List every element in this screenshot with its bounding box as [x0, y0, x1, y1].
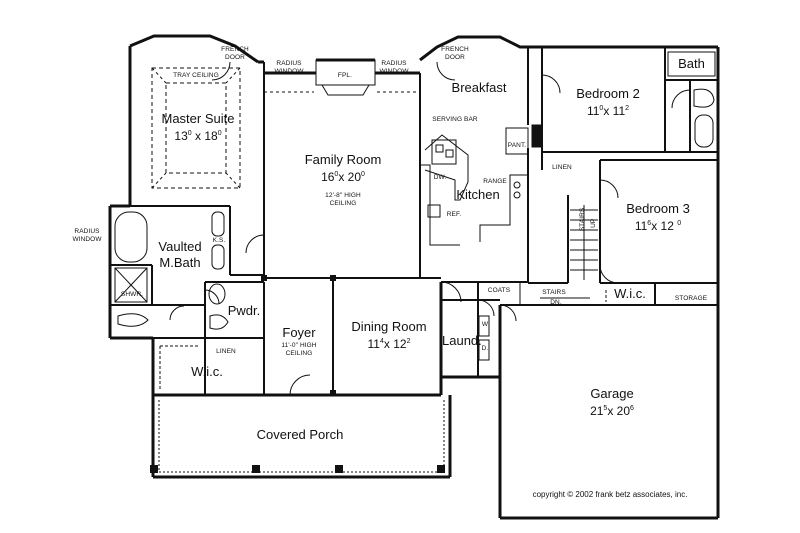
- powder-label: Pwdr.: [227, 303, 261, 318]
- bedroom2-label: Bedroom 2: [576, 86, 640, 101]
- foyer-label: Foyer: [282, 325, 316, 340]
- french-door-master: FRENCH: [221, 46, 249, 53]
- range-note: RANGE: [483, 178, 507, 185]
- bedroom3-label: Bedroom 3: [626, 201, 690, 216]
- radius-window-left: RADIUS: [276, 60, 302, 67]
- dishwasher-note: DW.: [433, 174, 447, 181]
- master-suite-label: Master Suite: [161, 111, 235, 126]
- tray-ceiling-note: TRAY CEILING: [173, 72, 219, 79]
- wic-bedroom3-label: W.i.c.: [614, 286, 646, 301]
- french-door-breakfast-2: DOOR: [445, 54, 465, 61]
- garage-dimensions: 215x 206: [590, 404, 634, 418]
- wic-master-label: W.i.c.: [191, 364, 223, 379]
- dining-room-dimensions: 114x 122: [367, 337, 411, 351]
- bedroom2-dimensions: 110x 112: [586, 104, 630, 118]
- linen-hall-note: LINEN: [552, 164, 572, 171]
- kitchen-label: Kitchen: [456, 187, 500, 202]
- interior-walls: [110, 47, 718, 395]
- bedroom3-dimensions: 116x 12 0: [634, 219, 682, 233]
- foyer-ceiling-note-2: CEILING: [285, 350, 313, 357]
- copyright-notice: copyright © 2002 frank betz associates, …: [532, 490, 688, 499]
- french-door-breakfast: FRENCH: [441, 46, 469, 53]
- linen-master-note: LINEN: [216, 348, 236, 355]
- radius-window-right-2: WINDOW: [379, 68, 409, 75]
- coats-note: COATS: [487, 287, 511, 294]
- radius-window-bath-2: WINDOW: [72, 236, 102, 243]
- pantry-note: PANT.: [507, 142, 527, 149]
- stairs-up-note: STAIRS: [578, 207, 586, 232]
- porch-columns: [150, 275, 445, 473]
- family-ceiling-note-2: CEILING: [329, 200, 357, 207]
- knee-space-note: K.S.: [212, 237, 226, 244]
- breakfast-label: Breakfast: [451, 80, 507, 95]
- bath-label: Bath: [678, 56, 705, 71]
- storage-note: STORAGE: [674, 295, 708, 302]
- family-room-label: Family Room: [304, 152, 382, 167]
- fireplace-note: FPL.: [337, 72, 353, 79]
- vaulted-bath-label-2: M.Bath: [159, 255, 201, 270]
- stairs-down-note: STAIRS: [542, 289, 566, 296]
- stairs-dn-note: DN.: [550, 299, 562, 306]
- stairs-up-arrow-note: UP: [589, 218, 597, 228]
- exterior-walls: [110, 36, 718, 518]
- master-suite-dimensions: 130 x 180: [174, 129, 222, 143]
- dining-room-label: Dining Room: [351, 319, 427, 334]
- laundry-label: Laund.: [442, 333, 482, 348]
- radius-window-right: RADIUS: [381, 60, 407, 67]
- family-room-dimensions: 160x 200: [321, 170, 365, 184]
- serving-bar-note: SERVING BAR: [432, 116, 478, 123]
- dryer-note: D.: [481, 345, 489, 352]
- french-door-master-2: DOOR: [225, 54, 245, 61]
- garage-label: Garage: [590, 386, 634, 401]
- covered-porch-label: Covered Porch: [256, 427, 344, 442]
- radius-window-bath: RADIUS: [74, 228, 100, 235]
- vaulted-bath-label: Vaulted: [158, 239, 202, 254]
- refrigerator-note: REF.: [446, 211, 462, 218]
- washer-note: W: [481, 321, 489, 328]
- family-ceiling-note: 12'-8" HIGH: [325, 192, 361, 199]
- fixtures: [115, 52, 715, 472]
- shower-note: SHWR.: [120, 291, 144, 298]
- foyer-ceiling-note: 11'-0" HIGH: [281, 342, 317, 349]
- radius-window-left-2: WINDOW: [274, 68, 304, 75]
